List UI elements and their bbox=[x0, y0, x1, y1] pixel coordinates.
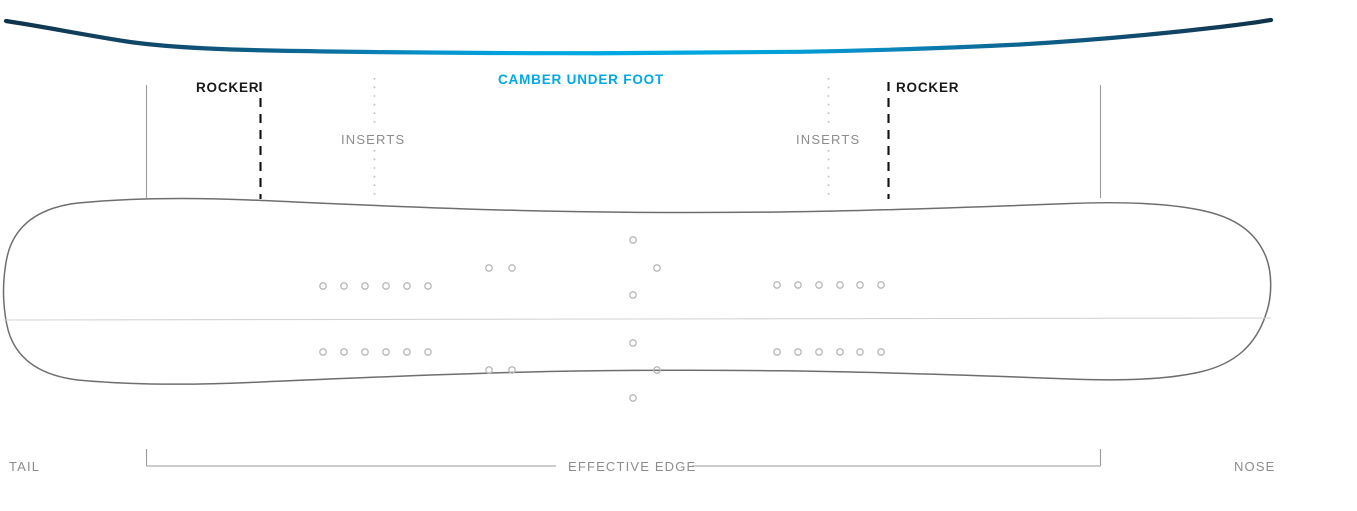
label-inserts-tail: INSERTS bbox=[341, 132, 406, 147]
insert-hole bbox=[836, 348, 844, 356]
insert-hole bbox=[508, 366, 516, 374]
insert-hole bbox=[424, 282, 432, 290]
insert-hole-center-upper bbox=[629, 236, 661, 299]
insert-holes-group bbox=[319, 236, 885, 402]
insert-hole-row-nose-lower bbox=[773, 348, 885, 356]
insert-hole bbox=[836, 281, 844, 289]
board-centerline bbox=[3, 317, 1272, 321]
guide-lines-group bbox=[145, 78, 1102, 199]
insert-hole bbox=[340, 282, 348, 290]
insert-hole bbox=[424, 348, 432, 356]
insert-hole-row-tail-lower bbox=[319, 348, 432, 356]
insert-hole-center-lower bbox=[629, 339, 661, 402]
profile-camber-line-highlight bbox=[5, 19, 1272, 55]
insert-hole bbox=[856, 281, 864, 289]
insert-hole-row-tail-upper bbox=[319, 282, 432, 290]
insert-hole bbox=[815, 281, 823, 289]
label-nose: NOSE bbox=[1234, 459, 1276, 474]
insert-hole bbox=[382, 282, 390, 290]
insert-hole bbox=[773, 348, 781, 356]
insert-hole bbox=[629, 394, 637, 402]
insert-hole bbox=[877, 281, 885, 289]
insert-hole bbox=[485, 366, 493, 374]
insert-hole bbox=[794, 348, 802, 356]
insert-hole bbox=[485, 264, 493, 272]
insert-hole bbox=[340, 348, 348, 356]
label-tail: TAIL bbox=[9, 459, 41, 474]
label-inserts-nose: INSERTS bbox=[796, 132, 861, 147]
insert-hole bbox=[629, 339, 637, 347]
insert-hole bbox=[361, 348, 369, 356]
insert-hole bbox=[856, 348, 864, 356]
insert-hole bbox=[815, 348, 823, 356]
label-effective-edge: EFFECTIVE EDGE bbox=[568, 459, 697, 474]
insert-hole-pair-tail-upper bbox=[485, 264, 516, 272]
insert-hole bbox=[319, 348, 327, 356]
label-rocker-tail: ROCKER bbox=[196, 80, 260, 95]
insert-hole bbox=[653, 264, 661, 272]
effective-edge-bracket bbox=[145, 449, 1102, 467]
insert-hole bbox=[629, 236, 637, 244]
board-outline-group bbox=[2, 197, 1272, 385]
board-outline bbox=[2, 197, 1272, 385]
label-rocker-nose: ROCKER bbox=[896, 80, 960, 95]
insert-hole bbox=[773, 281, 781, 289]
insert-hole bbox=[361, 282, 369, 290]
insert-hole bbox=[629, 291, 637, 299]
insert-hole bbox=[403, 282, 411, 290]
insert-hole bbox=[653, 366, 661, 374]
insert-hole bbox=[382, 348, 390, 356]
insert-hole bbox=[794, 281, 802, 289]
insert-hole-pair-tail-lower bbox=[485, 366, 516, 374]
insert-hole bbox=[319, 282, 327, 290]
label-camber-under-foot: CAMBER UNDER FOOT bbox=[498, 72, 665, 87]
insert-hole bbox=[508, 264, 516, 272]
insert-hole bbox=[877, 348, 885, 356]
insert-hole-row-nose-upper bbox=[773, 281, 885, 289]
profile-camber-line-group bbox=[3, 17, 1274, 56]
insert-hole bbox=[403, 348, 411, 356]
